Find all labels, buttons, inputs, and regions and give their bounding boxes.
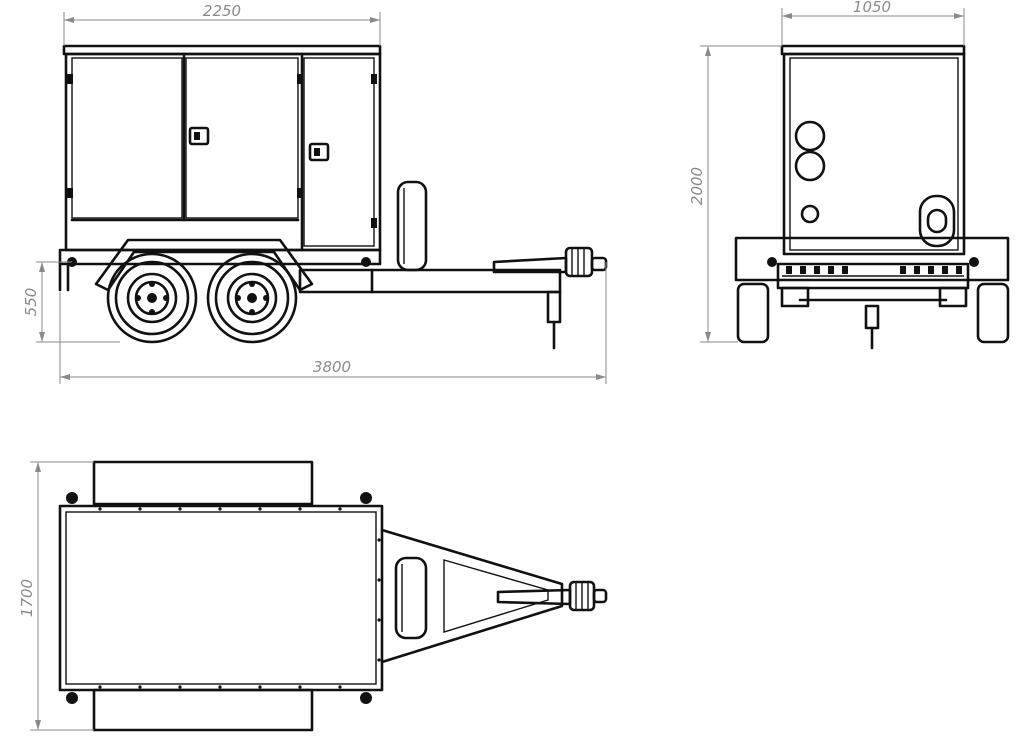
top-wheels-lower xyxy=(92,688,314,732)
dimension-1700: 1700 xyxy=(18,461,94,731)
side-door-middle xyxy=(185,57,299,219)
rear-port-upper xyxy=(794,120,826,152)
dimension-label-2250: 2250 xyxy=(203,2,241,20)
dimension-3800: 3800 xyxy=(59,262,607,384)
dimension-2250: 2250 xyxy=(63,2,381,46)
rear-chassis-frame xyxy=(734,236,1010,282)
rear-view xyxy=(734,44,1010,350)
side-base-skid xyxy=(58,248,382,266)
side-wheel-rear xyxy=(206,252,298,344)
dimension-label-2000: 2000 xyxy=(688,167,706,205)
rear-bumper xyxy=(776,262,970,290)
side-mudguard xyxy=(94,238,314,292)
rear-jockey-leg xyxy=(864,304,880,330)
rear-lights xyxy=(786,266,962,274)
dimension-label-550: 550 xyxy=(22,288,40,317)
rear-wheel-left xyxy=(736,282,770,344)
rear-port-small xyxy=(800,204,820,224)
rear-port-lower xyxy=(794,150,826,182)
dimension-1050: 1050 xyxy=(781,0,965,46)
rear-exhaust-outlet xyxy=(918,194,956,248)
top-rivets xyxy=(98,507,381,689)
top-drawbar-frame xyxy=(380,528,564,664)
side-coupling xyxy=(564,246,594,278)
dimension-2000: 2000 xyxy=(688,45,782,343)
dimension-550: 550 xyxy=(22,261,120,343)
side-door-right xyxy=(303,57,375,247)
side-hinges xyxy=(67,74,377,228)
side-door-left xyxy=(71,57,183,219)
top-roof xyxy=(58,504,384,692)
dimension-label-1050: 1050 xyxy=(853,0,891,16)
dimension-label-3800: 3800 xyxy=(313,358,351,376)
top-wheels-upper xyxy=(92,460,314,506)
side-view xyxy=(58,44,608,350)
top-spare-wheel xyxy=(394,556,428,640)
side-jockey-leg xyxy=(546,290,562,324)
side-spare-wheel xyxy=(396,180,428,272)
side-wheel-front xyxy=(106,252,198,344)
rear-enclosure xyxy=(782,52,966,256)
rear-wheel-right xyxy=(976,282,1010,344)
dimension-label-1700: 1700 xyxy=(18,579,36,617)
top-drawbar xyxy=(496,588,572,606)
side-door-locks xyxy=(188,126,330,162)
top-view xyxy=(58,460,608,732)
top-corner-bolts xyxy=(66,492,372,704)
